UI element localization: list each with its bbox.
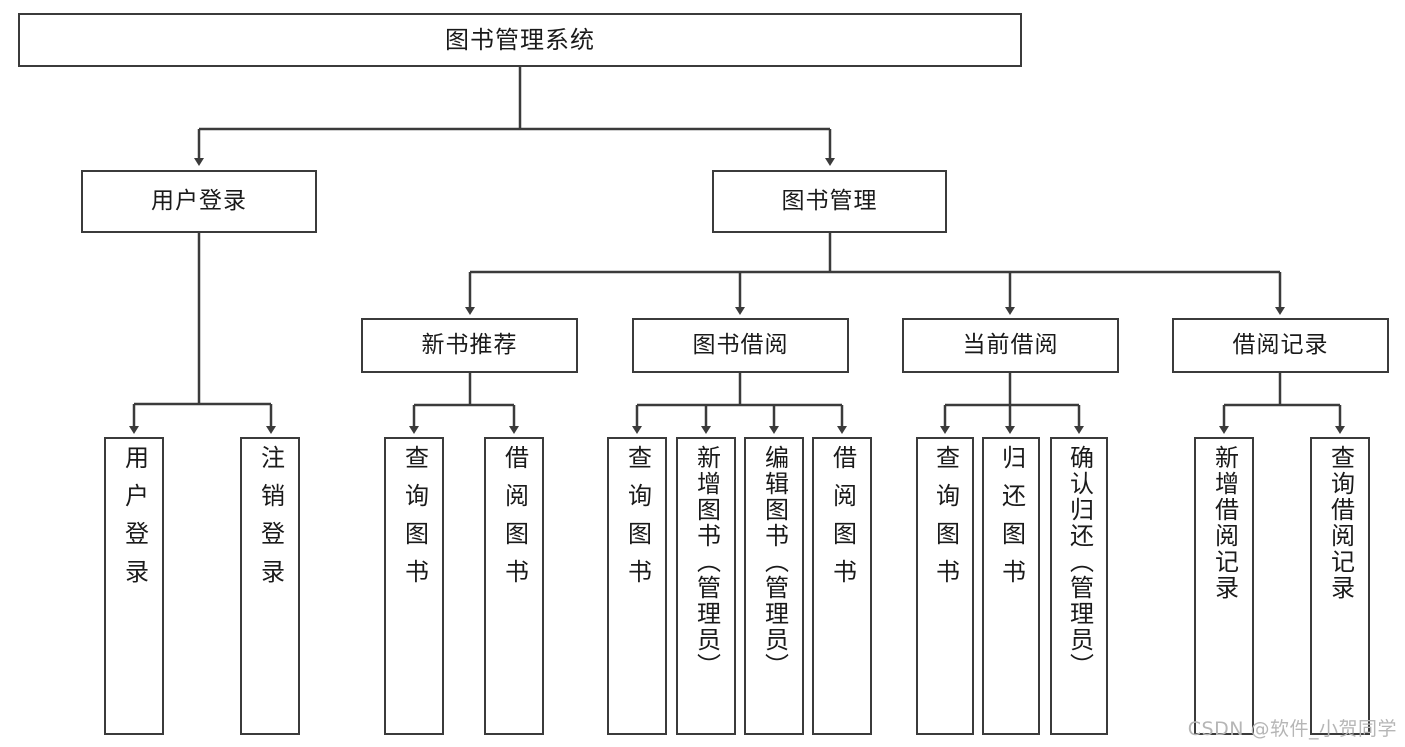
node-label: 借阅图书: [500, 445, 529, 597]
node-root-system[interactable]: 图书管理系统: [18, 13, 1022, 67]
node-label: 查询借阅记录: [1326, 445, 1355, 601]
leaf-current-borrow-confirm-return[interactable]: 确认归还（管理员）: [1050, 437, 1108, 735]
node-user-login[interactable]: 用户登录: [81, 170, 317, 233]
leaf-new-book-borrow[interactable]: 借阅图书: [484, 437, 544, 735]
node-label: 查询图书: [400, 445, 429, 597]
watermark-text: CSDN @软件_小贺同学: [1187, 718, 1397, 740]
leaf-borrow-record-query[interactable]: 查询借阅记录: [1310, 437, 1370, 735]
node-label: 用户登录: [151, 187, 247, 214]
node-label: 查询图书: [623, 445, 652, 597]
node-label: 图书管理: [781, 187, 878, 214]
node-label: 当前借阅: [962, 331, 1059, 358]
node-book-borrow[interactable]: 图书借阅: [632, 318, 849, 373]
node-label: 新书推荐: [421, 331, 518, 358]
node-label: 查询图书: [931, 445, 960, 597]
node-label: 图书借阅: [692, 331, 789, 358]
node-label: 注销登录: [256, 445, 285, 597]
node-borrow-record[interactable]: 借阅记录: [1172, 318, 1389, 373]
node-label: 归还图书: [997, 445, 1026, 597]
leaf-borrow-record-add[interactable]: 新增借阅记录: [1194, 437, 1254, 735]
leaf-user-login-login[interactable]: 用户登录: [104, 437, 164, 735]
node-current-borrow[interactable]: 当前借阅: [902, 318, 1119, 373]
leaf-book-borrow-add[interactable]: 新增图书（管理员）: [676, 437, 736, 735]
leaf-current-borrow-query[interactable]: 查询图书: [916, 437, 974, 735]
node-label: 图书管理系统: [445, 25, 595, 54]
node-label: 新增借阅记录: [1210, 445, 1239, 601]
node-label: 借阅记录: [1232, 331, 1329, 358]
leaf-book-borrow-query[interactable]: 查询图书: [607, 437, 667, 735]
leaf-current-borrow-return[interactable]: 归还图书: [982, 437, 1040, 735]
node-label: 确认归还（管理员）: [1065, 445, 1094, 679]
leaf-new-book-query[interactable]: 查询图书: [384, 437, 444, 735]
node-new-book-recommend[interactable]: 新书推荐: [361, 318, 578, 373]
node-label: 用户登录: [120, 445, 149, 597]
leaf-book-borrow-edit[interactable]: 编辑图书（管理员）: [744, 437, 804, 735]
node-label: 借阅图书: [828, 445, 857, 597]
node-label: 新增图书（管理员）: [692, 445, 721, 679]
leaf-book-borrow-borrow[interactable]: 借阅图书: [812, 437, 872, 735]
node-label: 编辑图书（管理员）: [760, 445, 789, 679]
leaf-user-login-logout[interactable]: 注销登录: [240, 437, 300, 735]
node-book-management[interactable]: 图书管理: [712, 170, 947, 233]
